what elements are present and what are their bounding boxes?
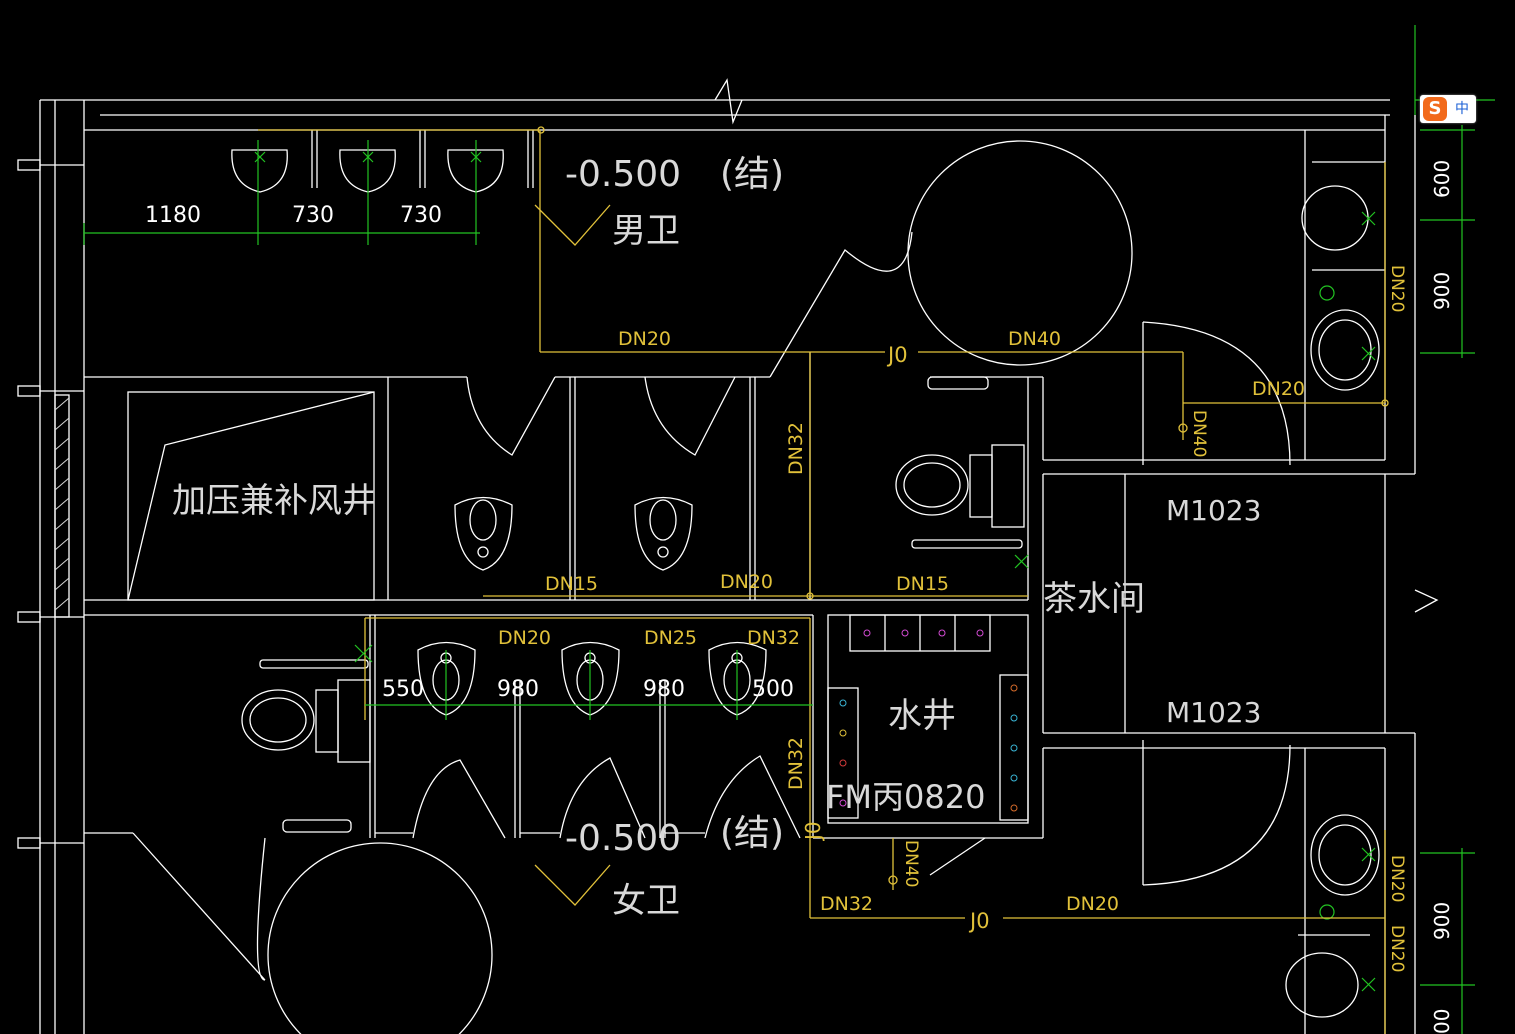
water-pipes bbox=[258, 126, 1389, 1034]
pipe-dn20-vertical-right-bottom-1: DN20 bbox=[1387, 855, 1407, 902]
dimension-730-a: 730 bbox=[292, 203, 334, 228]
dimension-730-b: 730 bbox=[400, 203, 442, 228]
turning-circle-men bbox=[907, 140, 1133, 366]
pipe-dn20-mid: DN20 bbox=[720, 571, 773, 593]
pipe-dn20-vertical-right-bottom-2: DN20 bbox=[1387, 925, 1407, 972]
mens-struct-label: (结) bbox=[720, 154, 784, 195]
door-fire-label: FM丙0820 bbox=[826, 778, 985, 816]
door-m1023-top: M1023 bbox=[1166, 494, 1261, 527]
dimension-600: 600 bbox=[1430, 160, 1454, 198]
pipe-dn32-vertical-top: DN32 bbox=[785, 422, 807, 475]
pipe-dn40-top: DN40 bbox=[1008, 328, 1061, 350]
ime-toolbar[interactable]: S 中 bbox=[1420, 95, 1476, 123]
pipe-dn32-women: DN32 bbox=[747, 627, 800, 649]
mens-room-label: 男卫 bbox=[612, 211, 680, 251]
dimension-1180: 1180 bbox=[145, 203, 201, 228]
dimension-500: 500 bbox=[752, 677, 794, 702]
window-marks-left bbox=[17, 159, 84, 849]
dimension-00-bottom: 00 bbox=[1430, 1009, 1454, 1034]
pipe-dn20-bottom: DN20 bbox=[1066, 893, 1119, 915]
pipe-dn20-right: DN20 bbox=[1252, 378, 1305, 400]
womens-struct-label: (结) bbox=[720, 813, 784, 854]
mens-level-label: -0.500 bbox=[565, 154, 681, 195]
womens-room-label: 女卫 bbox=[612, 881, 680, 921]
dimension-550: 550 bbox=[382, 677, 424, 702]
pipe-j0-vertical-women: J0 bbox=[801, 821, 825, 842]
wash-basins bbox=[1285, 161, 1385, 1018]
womens-level-label: -0.500 bbox=[565, 818, 681, 859]
exterior-walls bbox=[39, 78, 1416, 1034]
pipe-dn25-women: DN25 bbox=[644, 627, 697, 649]
pipe-j0-top: J0 bbox=[886, 343, 908, 367]
floor-drains bbox=[1319, 285, 1335, 920]
water-shaft-label: 水井 bbox=[888, 696, 956, 736]
dimension-900-top: 900 bbox=[1430, 272, 1454, 310]
pipe-dn15-right: DN15 bbox=[896, 573, 949, 595]
door-m1023-bottom: M1023 bbox=[1166, 696, 1261, 729]
pressurized-shaft-label: 加压兼补风井 bbox=[172, 481, 376, 521]
shaft-diagonal bbox=[127, 391, 375, 601]
sogou-logo-icon[interactable]: S bbox=[1423, 97, 1447, 121]
interior-walls bbox=[84, 130, 1439, 1034]
pipe-dn32-vertical-women: DN32 bbox=[785, 737, 807, 790]
pipe-dn20-vertical-right-top: DN20 bbox=[1387, 265, 1407, 312]
squat-toilets bbox=[417, 496, 767, 716]
dimension-980-b: 980 bbox=[643, 677, 685, 702]
pipe-dn32-bottom: DN32 bbox=[820, 893, 873, 915]
pipe-dn20-women: DN20 bbox=[498, 627, 551, 649]
pipe-dn40-vertical-bottom: DN40 bbox=[901, 840, 921, 887]
dimension-900-bottom: 900 bbox=[1430, 902, 1454, 940]
tea-room-label: 茶水间 bbox=[1043, 579, 1145, 619]
dimension-980-a: 980 bbox=[497, 677, 539, 702]
turning-circle-women bbox=[267, 842, 493, 1034]
water-shaft-sockets bbox=[827, 614, 1029, 821]
ime-mode-indicator[interactable]: 中 bbox=[1455, 101, 1469, 117]
pipe-dn15-left: DN15 bbox=[545, 573, 598, 595]
pipe-dn20-top: DN20 bbox=[618, 328, 671, 350]
door-swings bbox=[132, 231, 1291, 981]
western-toilets bbox=[241, 376, 1025, 833]
dimension-lines bbox=[83, 25, 1495, 1034]
pipe-j0-bottom: J0 bbox=[968, 909, 990, 933]
pipe-dn40-vertical-right: DN40 bbox=[1189, 410, 1209, 457]
